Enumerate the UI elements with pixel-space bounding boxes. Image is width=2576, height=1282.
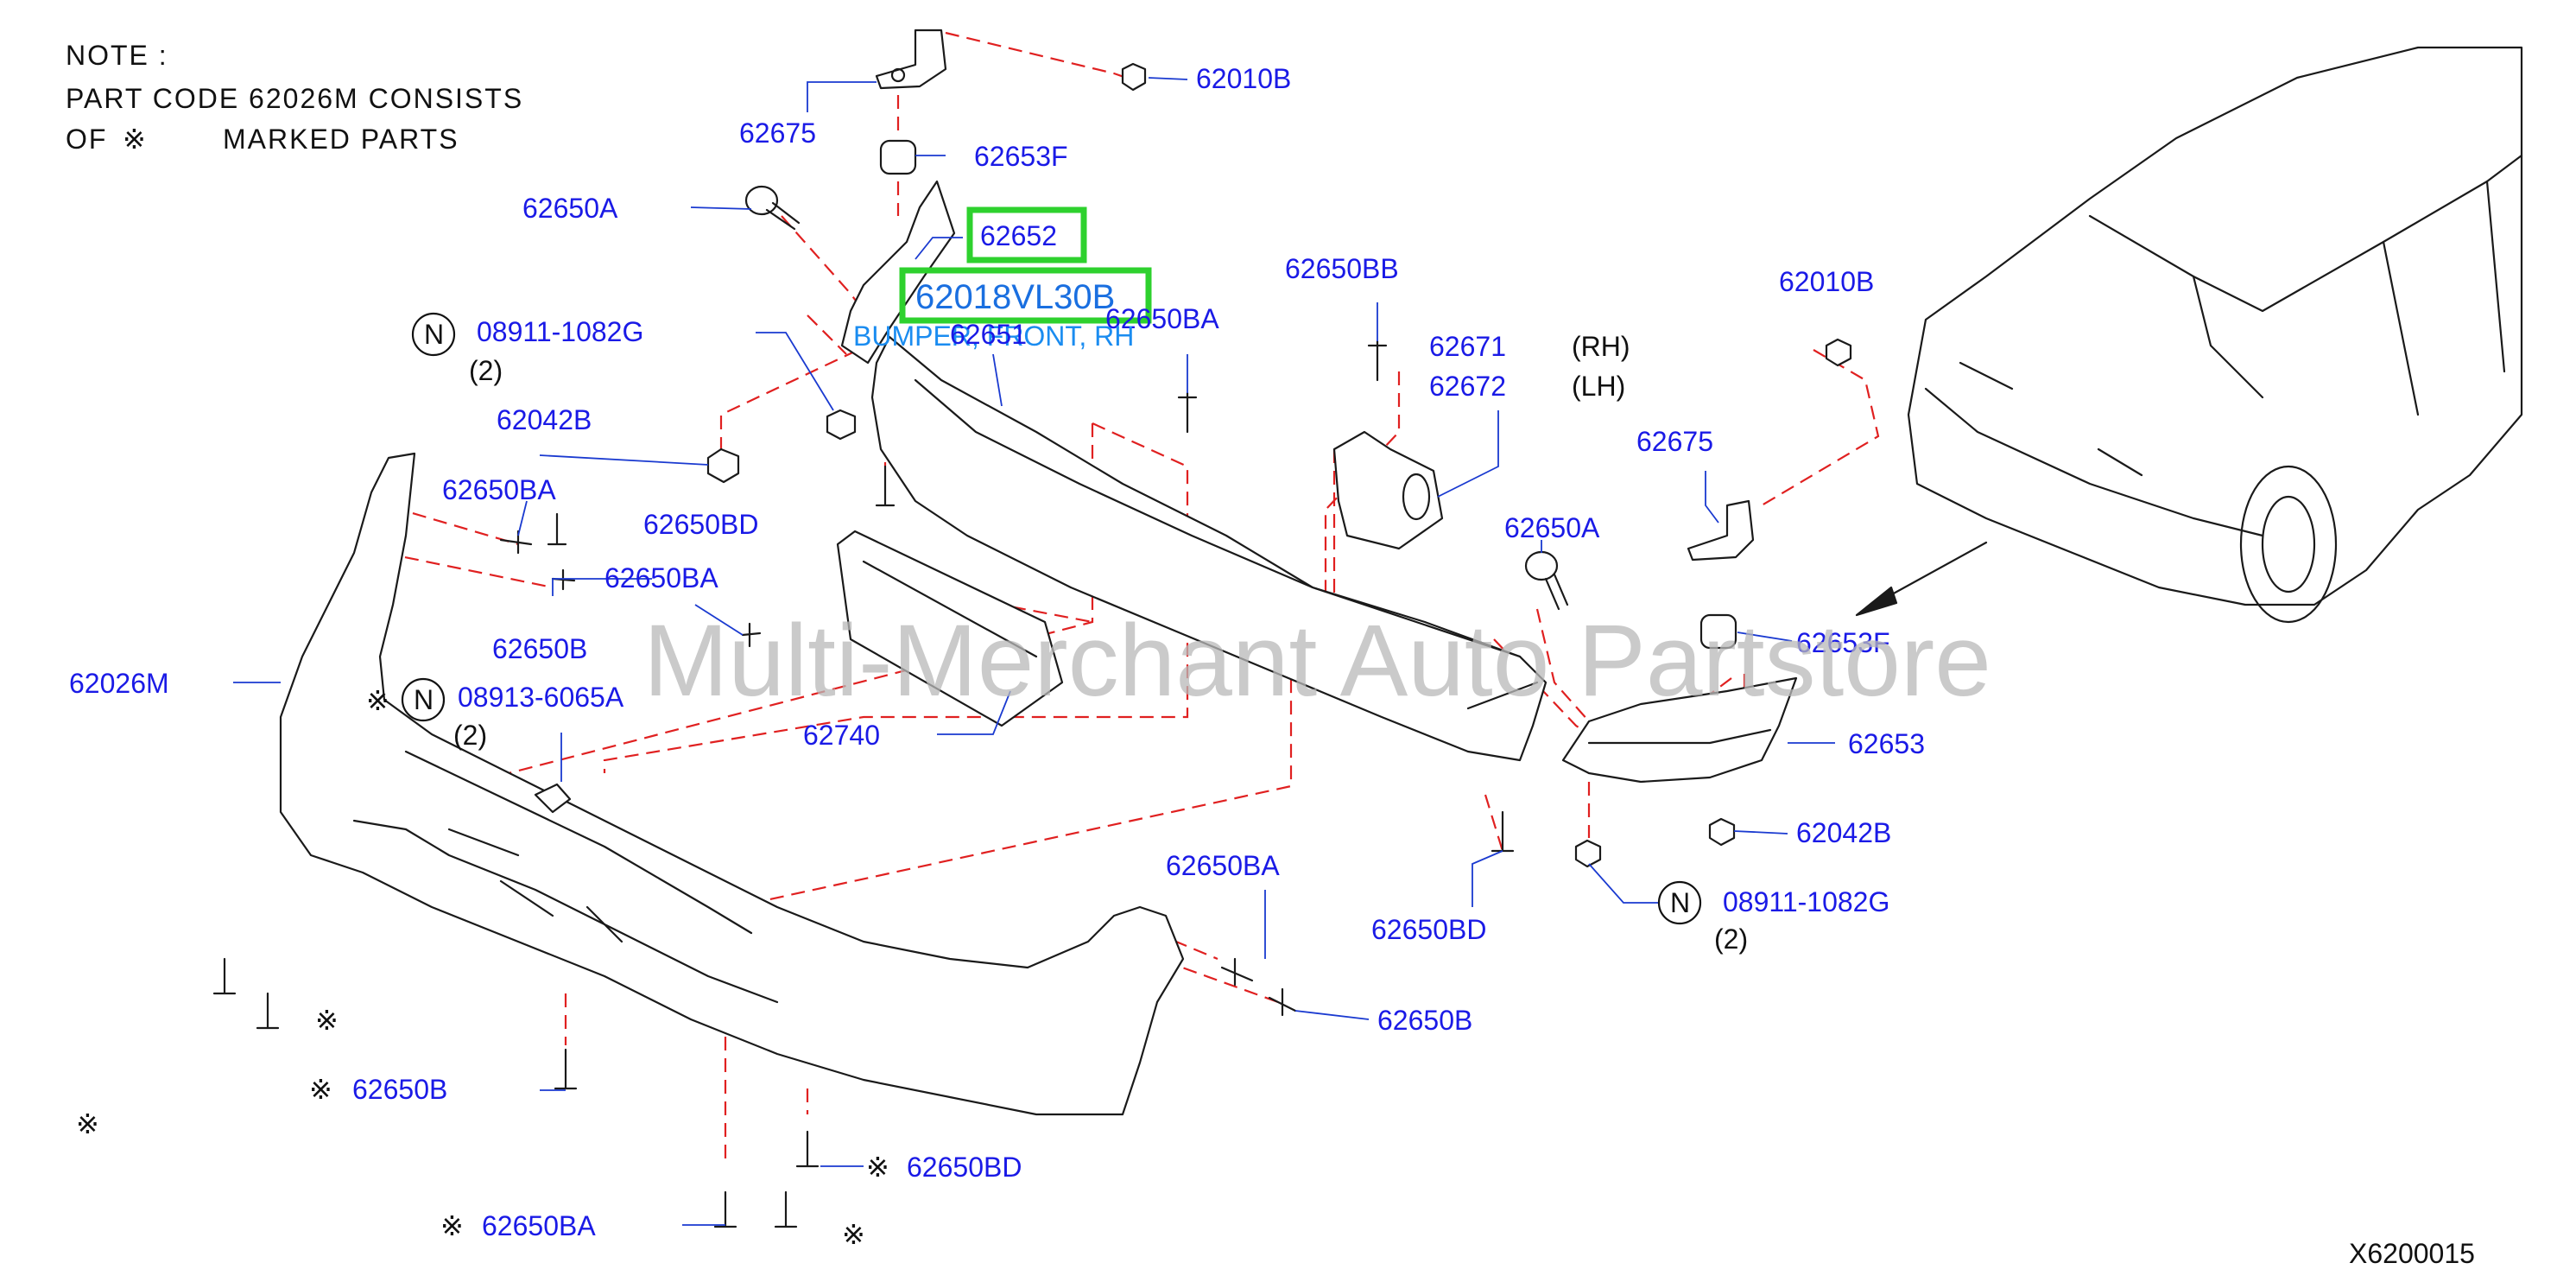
label-62650BD-mid[interactable]: 62650BD: [1371, 914, 1486, 945]
kome-mark-icon: ※: [866, 1152, 889, 1183]
label-08911-1082G-top[interactable]: 08911-1082G: [477, 316, 643, 347]
highlight-group[interactable]: [899, 206, 1152, 324]
qty-08913: (2): [453, 720, 487, 751]
n-symbol-icon: [401, 677, 446, 722]
label-62650BA-mid[interactable]: 62650BA: [1105, 303, 1219, 334]
label-62650BD-left[interactable]: 62650BD: [643, 509, 758, 540]
label-62675-right[interactable]: 62675: [1636, 426, 1713, 457]
qty-08911-right: (2): [1714, 923, 1748, 955]
reinforcement-62651: [870, 335, 1547, 762]
label-62010B-right[interactable]: 62010B: [1779, 266, 1874, 297]
note-line-1: NOTE :: [66, 40, 168, 71]
qty-08911-top: (2): [469, 355, 503, 386]
kome-mark-icon: ※: [123, 124, 148, 155]
label-62650BB[interactable]: 62650BB: [1285, 253, 1399, 284]
side-lh: (LH): [1572, 371, 1625, 402]
bracket-62652: [840, 180, 956, 365]
label-62651[interactable]: 62651: [950, 319, 1027, 350]
label-62650BD-bottom[interactable]: 62650BD: [907, 1152, 1022, 1183]
nut-62042B-left: [706, 447, 740, 484]
n-symbol-text: N: [424, 319, 444, 350]
label-62675-top[interactable]: 62675: [739, 117, 816, 149]
highlight-box-62652[interactable]: [966, 206, 1087, 263]
label-08911-1082G-right[interactable]: 08911-1082G: [1723, 886, 1889, 917]
bolt-62650A-top: [744, 185, 801, 231]
label-62650A-right[interactable]: 62650A: [1504, 512, 1600, 543]
note-block: NOTE : PART CODE 62026M CONSISTS OF ※ MA…: [66, 40, 523, 155]
part-description: BUMPER, FRONT, RH: [853, 320, 1134, 352]
nut-62010B-right: [1825, 338, 1852, 367]
absorber-62740: [836, 530, 1064, 727]
side-rh: (RH): [1572, 331, 1630, 362]
label-62010B-top[interactable]: 62010B: [1196, 63, 1291, 94]
label-62652[interactable]: 62652: [980, 220, 1057, 251]
n-symbol-text: N: [414, 684, 434, 715]
part-labels: 62010B 62675 62653F 62650A 62652 62018VL…: [69, 63, 2475, 1269]
label-62653[interactable]: 62653: [1848, 728, 1925, 759]
label-62026M[interactable]: 62026M: [69, 668, 169, 699]
label-62650BA-left[interactable]: 62650BA: [442, 474, 556, 505]
label-62650B-low[interactable]: 62650B: [1377, 1005, 1472, 1036]
kome-mark-icon: ※: [309, 1074, 332, 1105]
end-cap-62653: [1561, 676, 1798, 784]
n-symbol-text: N: [1670, 887, 1690, 918]
label-08913-6065A[interactable]: 08913-6065A: [458, 682, 624, 713]
nut-62010B-top: [1121, 62, 1147, 92]
watermark: Multi-Merchant Auto Partstore: [643, 604, 1991, 718]
note-line-2: PART CODE 62026M CONSISTS: [66, 83, 523, 114]
label-62650B-left[interactable]: 62650B: [492, 633, 587, 664]
kome-mark-icon: ※: [842, 1219, 865, 1250]
leader-lines: [233, 77, 1835, 1226]
bolt-62650A-right: [1524, 550, 1569, 611]
label-62650BA-bottom[interactable]: 62650BA: [482, 1210, 596, 1241]
bracket-62671-62672: [1332, 430, 1444, 550]
kome-mark-icon: ※: [315, 1005, 339, 1036]
n-symbol-icon: [411, 312, 456, 357]
bracket-62675-right: [1687, 499, 1755, 562]
vehicle-outline: [1907, 46, 2523, 624]
label-62653F-top[interactable]: 62653F: [974, 141, 1068, 172]
label-62653F-right[interactable]: 62653F: [1796, 627, 1890, 658]
label-62740[interactable]: 62740: [803, 720, 880, 751]
label-62650A-top[interactable]: 62650A: [522, 193, 618, 224]
highlight-box-62018VL30B[interactable]: [899, 267, 1152, 324]
bushing-62653F-right: [1699, 613, 1737, 650]
diagram-code: X6200015: [2349, 1238, 2475, 1269]
bushing-62653F-top: [879, 139, 917, 175]
n-symbol-icon: [1657, 880, 1702, 925]
kome-mark-icon: ※: [440, 1210, 464, 1241]
bracket-62675-top: [875, 29, 947, 90]
label-62650BA-low[interactable]: 62650BA: [1166, 850, 1280, 881]
label-62672[interactable]: 62672: [1429, 371, 1506, 402]
label-62018VL30B[interactable]: 62018VL30B: [915, 278, 1115, 316]
label-62042B-left[interactable]: 62042B: [497, 404, 592, 435]
note-line-3-prefix: OF: [66, 124, 107, 155]
label-62671[interactable]: 62671: [1429, 331, 1506, 362]
bumper-cover-62026M: [279, 452, 1185, 1116]
parts-art: [212, 29, 2523, 1228]
kome-mark-icon: ※: [366, 685, 389, 716]
label-62650B-bottom[interactable]: 62650B: [352, 1074, 447, 1105]
note-line-3-suffix: MARKED PARTS: [223, 124, 459, 155]
label-62042B-right[interactable]: 62042B: [1796, 817, 1891, 848]
kome-mark-icon: ※: [76, 1108, 99, 1139]
label-62650BA-mid2[interactable]: 62650BA: [604, 562, 718, 593]
